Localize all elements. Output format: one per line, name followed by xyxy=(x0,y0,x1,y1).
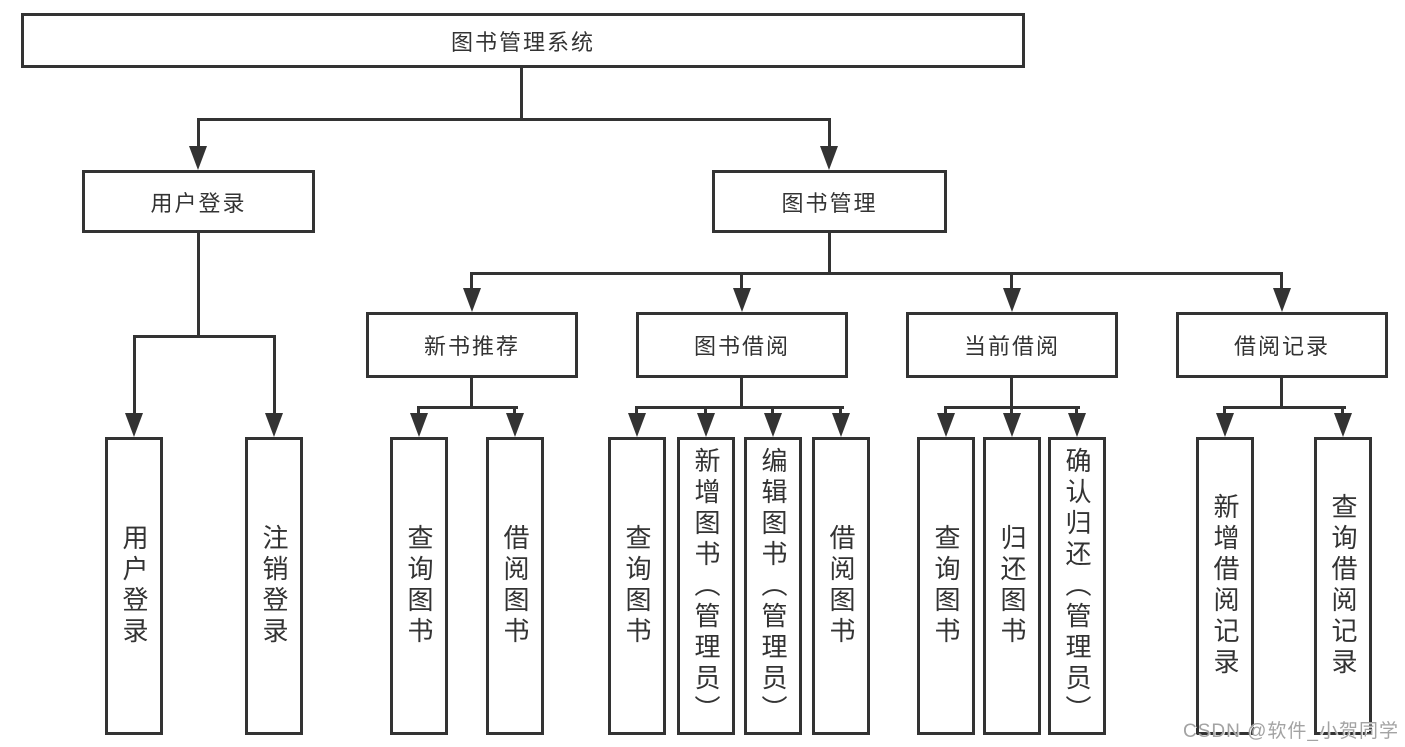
connector-line xyxy=(1280,272,1283,292)
leaf-edit-books-admin: 编辑图书（管理员） xyxy=(744,437,802,735)
leaf-borrow-books-1: 借阅图书 xyxy=(486,437,544,735)
leaf-add-borrow-record-label: 新增借阅记录 xyxy=(1210,493,1240,679)
connector-line xyxy=(133,335,275,338)
connector-line xyxy=(635,406,638,418)
connector-line xyxy=(1341,406,1344,418)
arrow-down-icon xyxy=(1334,413,1352,437)
node-book-management: 图书管理 xyxy=(712,170,947,233)
node-current-borrowing: 当前借阅 xyxy=(906,312,1118,378)
connector-line xyxy=(1010,378,1013,406)
leaf-confirm-return-admin: 确认归还（管理员） xyxy=(1048,437,1106,735)
connector-line xyxy=(740,378,743,406)
leaf-query-books-1-label: 查询图书 xyxy=(404,524,434,648)
arrow-down-icon xyxy=(463,288,481,312)
arrow-down-icon xyxy=(1003,413,1021,437)
connector-line xyxy=(197,118,831,121)
leaf-edit-books-admin-label: 编辑图书（管理员） xyxy=(758,446,788,726)
arrow-down-icon xyxy=(937,413,955,437)
connector-line xyxy=(828,118,831,150)
leaf-user-login: 用户登录 xyxy=(105,437,163,735)
connector-line xyxy=(417,406,420,418)
arrow-down-icon xyxy=(410,413,428,437)
connector-line xyxy=(1223,406,1346,409)
connector-line xyxy=(635,406,844,409)
arrow-down-icon xyxy=(189,146,207,170)
node-user-login: 用户登录 xyxy=(82,170,315,233)
leaf-query-books-2: 查询图书 xyxy=(608,437,666,735)
connector-line xyxy=(513,406,516,418)
connector-line xyxy=(520,68,523,120)
node-book-management-label: 图书管理 xyxy=(781,190,878,216)
connector-line xyxy=(417,406,518,409)
arrow-down-icon xyxy=(506,413,524,437)
connector-line xyxy=(1010,272,1013,292)
connector-line xyxy=(828,233,831,274)
arrow-down-icon xyxy=(820,146,838,170)
connector-line xyxy=(273,335,276,415)
leaf-query-borrow-record-label: 查询借阅记录 xyxy=(1328,493,1358,679)
connector-line xyxy=(1223,406,1226,418)
connector-line xyxy=(704,406,707,418)
leaf-add-borrow-record: 新增借阅记录 xyxy=(1196,437,1254,735)
arrow-down-icon xyxy=(733,288,751,312)
node-current-borrowing-label: 当前借阅 xyxy=(963,334,1060,359)
node-new-book-recommend: 新书推荐 xyxy=(366,312,578,378)
leaf-query-books-1: 查询图书 xyxy=(390,437,448,735)
connector-line xyxy=(839,406,842,418)
arrow-down-icon xyxy=(265,413,283,437)
arrow-down-icon xyxy=(125,413,143,437)
arrow-down-icon xyxy=(1216,413,1234,437)
arrow-down-icon xyxy=(628,413,646,437)
node-book-borrowing-label: 图书借阅 xyxy=(693,334,790,359)
connector-line xyxy=(1075,406,1078,418)
leaf-add-books-admin: 新增图书（管理员） xyxy=(677,437,735,735)
connector-line xyxy=(197,118,200,150)
csdn-watermark: CSDN @软件_小贺同学 xyxy=(1183,721,1399,742)
arrow-down-icon xyxy=(1003,288,1021,312)
leaf-borrow-books-1-label: 借阅图书 xyxy=(500,524,530,648)
arrow-down-icon xyxy=(697,413,715,437)
leaf-query-books-3: 查询图书 xyxy=(917,437,975,735)
arrow-down-icon xyxy=(764,413,782,437)
connector-line xyxy=(771,406,774,418)
leaf-return-books-label: 归还图书 xyxy=(997,524,1027,648)
connector-line xyxy=(944,406,947,418)
arrow-down-icon xyxy=(1068,413,1086,437)
connector-line xyxy=(740,272,743,292)
arrow-down-icon xyxy=(1273,288,1291,312)
node-borrowing-records-label: 借阅记录 xyxy=(1233,334,1330,359)
leaf-borrow-books-2-label: 借阅图书 xyxy=(826,524,856,648)
node-book-borrowing: 图书借阅 xyxy=(636,312,848,378)
node-library-management-system-label: 图书管理系统 xyxy=(450,29,595,55)
connector-line xyxy=(197,233,200,335)
leaf-query-borrow-record: 查询借阅记录 xyxy=(1314,437,1372,735)
leaf-query-books-3-label: 查询图书 xyxy=(931,524,961,648)
connector-line xyxy=(1010,406,1013,418)
node-borrowing-records: 借阅记录 xyxy=(1176,312,1388,378)
leaf-logout-label: 注销登录 xyxy=(259,524,289,648)
leaf-logout: 注销登录 xyxy=(245,437,303,735)
leaf-user-login-label: 用户登录 xyxy=(119,524,149,648)
leaf-query-books-2-label: 查询图书 xyxy=(622,524,652,648)
node-user-login-label: 用户登录 xyxy=(150,190,247,216)
connector-line xyxy=(470,272,1283,275)
leaf-confirm-return-admin-label: 确认归还（管理员） xyxy=(1062,446,1092,726)
connector-line xyxy=(1280,378,1283,406)
leaf-return-books: 归还图书 xyxy=(983,437,1041,735)
arrow-down-icon xyxy=(832,413,850,437)
leaf-borrow-books-2: 借阅图书 xyxy=(812,437,870,735)
connector-line xyxy=(133,335,136,415)
leaf-add-books-admin-label: 新增图书（管理员） xyxy=(691,446,721,726)
node-library-management-system: 图书管理系统 xyxy=(21,13,1025,68)
connector-line xyxy=(470,378,473,406)
connector-line xyxy=(470,272,473,292)
node-new-book-recommend-label: 新书推荐 xyxy=(423,334,520,359)
